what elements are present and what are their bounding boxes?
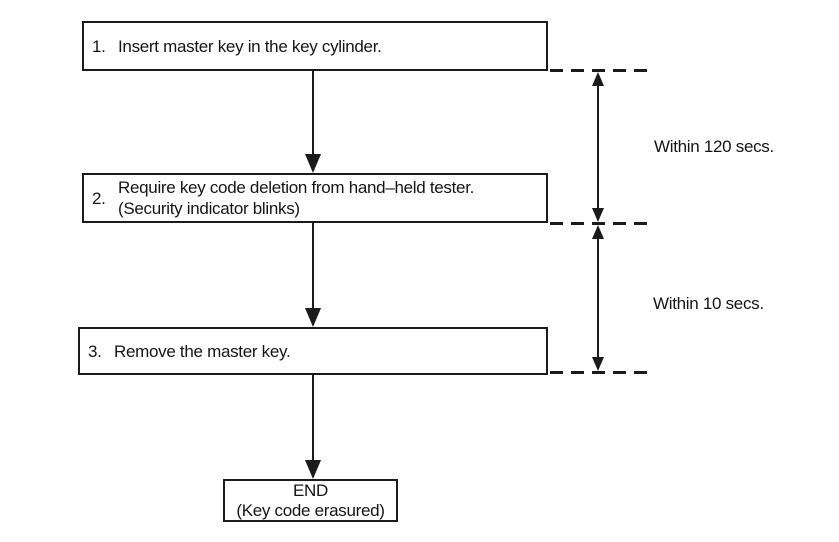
step-1-box: 1. Insert master key in the key cylinder… xyxy=(82,21,548,71)
flow-arrow-3-line xyxy=(312,375,314,461)
step-2-box: 2. Require key code deletion from hand–h… xyxy=(82,173,548,223)
end-box: END (Key code erasured) xyxy=(223,479,398,522)
step-2-note: (Security indicator blinks) xyxy=(118,199,300,218)
flow-arrow-2-arrowhead-down-icon xyxy=(305,308,321,327)
dashed-line-1 xyxy=(550,69,654,72)
arrow-down-icon xyxy=(592,357,604,371)
step-3-box: 3. Remove the master key. xyxy=(78,327,548,375)
dashed-line-3 xyxy=(550,371,653,374)
dimension-line xyxy=(597,234,599,362)
step-1-number: 1. xyxy=(92,36,106,56)
dimension-arrow-120s xyxy=(592,72,604,222)
step-2-text: Require key code deletion from hand–held… xyxy=(118,178,475,197)
arrow-down-icon xyxy=(592,208,604,222)
flow-arrow-1-line xyxy=(312,71,314,157)
flow-arrow-3-arrowhead-down-icon xyxy=(305,460,321,479)
dashed-line-2 xyxy=(550,222,650,225)
flow-arrow-1-arrowhead-down-icon xyxy=(305,154,321,173)
step-1-text: Insert master key in the key cylinder. xyxy=(118,36,382,56)
arrow-up-icon xyxy=(592,72,604,86)
dimension-arrow-10s xyxy=(592,225,604,371)
step-2-number: 2. xyxy=(92,188,106,208)
dimension-line xyxy=(597,81,599,213)
step-3-number: 3. xyxy=(88,341,102,361)
flow-arrow-2-line xyxy=(312,223,314,309)
step-3-text: Remove the master key. xyxy=(114,341,291,361)
end-title: END xyxy=(293,480,328,500)
arrow-up-icon xyxy=(592,225,604,239)
timing-label-120s: Within 120 secs. xyxy=(654,137,774,156)
end-subtitle: (Key code erasured) xyxy=(236,500,385,520)
timing-label-10s: Within 10 secs. xyxy=(653,294,764,313)
